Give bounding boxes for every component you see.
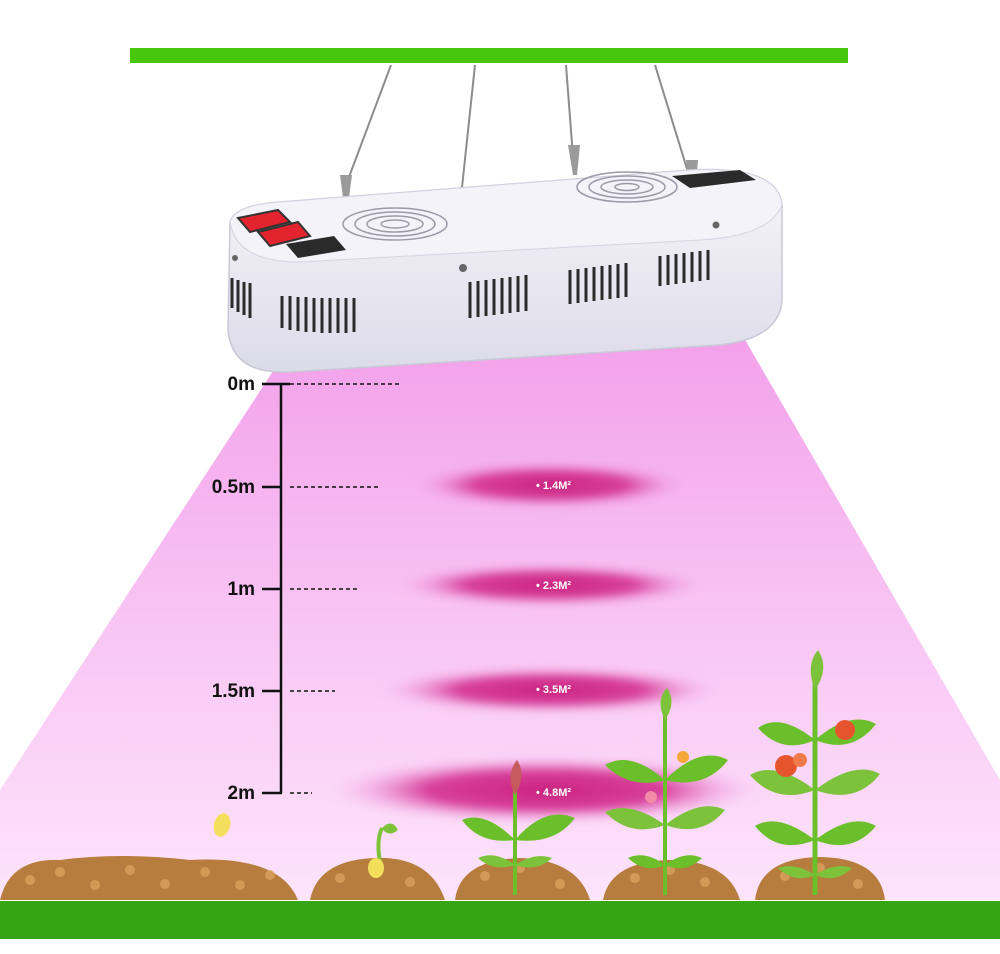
area-value: 2.3M² [542,580,572,592]
height-label-0.5m: 0.5m [211,477,255,498]
hotspot-0.5m [410,461,690,509]
area-label-1m: • 2.3M² [536,580,572,592]
area-value: 4.8M² [542,787,572,799]
power-socket-icon [672,170,756,188]
height-scale [262,382,402,795]
vent-slots [230,250,710,333]
height-label-1m: 1m [227,579,255,600]
area-value: 3.5M² [542,684,572,696]
seedling-icon [462,760,575,895]
area-label-0.5m: • 1.4M² [536,480,572,492]
height-label-0m: 0m [227,374,255,395]
sprout-icon [368,823,398,878]
hotspot-1.5m [380,666,720,714]
height-label-1.5m: 1.5m [211,681,255,702]
area-value: 1.4M² [542,480,572,492]
fan-icon [342,207,448,241]
flowering-plant-icon [605,688,728,895]
tomato-plant-icon [750,650,880,895]
grow-light-icon [227,168,783,373]
top-green-bar [130,48,848,63]
height-label-2m: 2m [227,783,255,804]
power-switch-icon [236,208,346,258]
ground-green-bar [0,901,1000,939]
fan-icon [576,171,678,203]
area-label-2m: • 4.8M² [536,787,572,799]
seed-icon [213,813,231,837]
hotspot-1m [395,563,705,607]
area-label-1.5m: • 3.5M² [536,684,572,696]
